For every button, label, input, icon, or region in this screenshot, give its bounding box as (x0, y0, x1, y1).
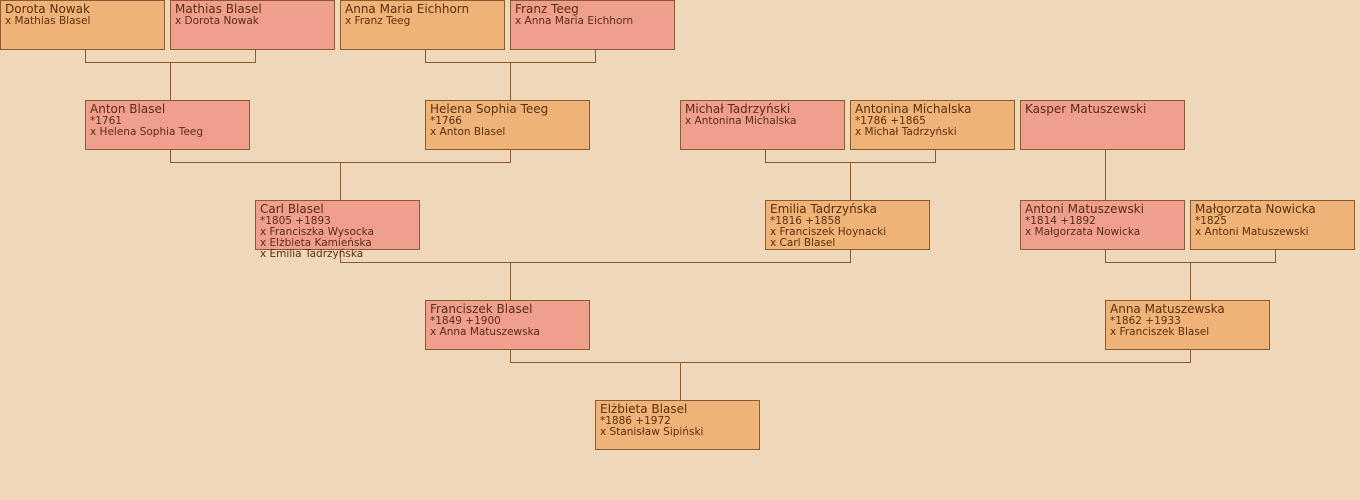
person-detail: x Anna Maria Eichhorn (515, 15, 634, 27)
connector-line (510, 150, 511, 162)
connector-line (850, 162, 851, 200)
connector-line (340, 250, 341, 262)
person-malgorzata-nowicka[interactable]: Małgorzata Nowicka *1825 x Antoni Matusz… (1190, 200, 1355, 250)
person-anna-matuszewska[interactable]: Anna Matuszewska *1862 +1933 x Francisze… (1105, 300, 1270, 350)
person-detail: x Antonina Michalska (685, 115, 797, 127)
person-name: Carl Blasel (260, 202, 324, 216)
person-detail: x Stanisław Sipiński (600, 426, 704, 438)
connector-line (340, 262, 851, 263)
person-name: Antonina Michalska (855, 102, 972, 116)
person-anna-maria-eichhorn[interactable]: Anna Maria Eichhorn x Franz Teeg (340, 0, 505, 50)
connector-line (765, 150, 766, 162)
person-detail: x Helena Sophia Teeg (90, 126, 204, 138)
person-name: Emilia Tadrzyńska (770, 202, 878, 216)
person-mathias-blasel[interactable]: Mathias Blasel x Dorota Nowak (170, 0, 335, 50)
connector-line (1190, 350, 1191, 362)
person-carl-blasel[interactable]: Carl Blasel *1805 +1893 x Franciszka Wys… (255, 200, 420, 260)
connector-line (170, 150, 171, 162)
person-detail: x Michał Tadrzyński (855, 126, 957, 138)
person-franciszek-blasel[interactable]: Franciszek Blasel *1849 +1900 x Anna Mat… (425, 300, 590, 350)
person-name: Mathias Blasel (175, 2, 262, 16)
connector-line (340, 162, 341, 200)
person-detail: x Antoni Matuszewski (1195, 226, 1309, 238)
connector-line (510, 362, 1191, 363)
person-detail: *1766 (430, 115, 462, 127)
person-detail: x Anton Blasel (430, 126, 506, 138)
person-name: Anna Matuszewska (1110, 302, 1225, 316)
person-anton-blasel[interactable]: Anton Blasel *1761 x Helena Sophia Teeg (85, 100, 250, 150)
person-detail: x Dorota Nowak (175, 15, 259, 27)
person-name: Franciszek Blasel (430, 302, 533, 316)
person-detail: x Emilia Tadrzyńska (260, 248, 364, 260)
person-detail: *1862 +1933 (1110, 315, 1181, 327)
person-name: Elżbieta Blasel (600, 402, 688, 416)
person-name: Helena Sophia Teeg (430, 102, 549, 116)
person-name: Michał Tadrzyński (685, 102, 791, 116)
person-detail: *1761 (90, 115, 122, 127)
person-detail: x Franz Teeg (345, 15, 411, 27)
person-antonina-michalska[interactable]: Antonina Michalska *1786 +1865 x Michał … (850, 100, 1015, 150)
person-kasper-matuszewski[interactable]: Kasper Matuszewski (1020, 100, 1185, 150)
person-detail: *1825 (1195, 215, 1227, 227)
person-detail: x Franciszek Blasel (1110, 326, 1210, 338)
connector-line (1105, 150, 1106, 200)
connector-line (1275, 250, 1276, 262)
person-detail: *1805 +1893 (260, 215, 331, 227)
person-detail: *1814 +1892 (1025, 215, 1096, 227)
connector-line (680, 362, 681, 400)
person-michal-tadrzynski[interactable]: Michał Tadrzyński x Antonina Michalska (680, 100, 845, 150)
connector-line (255, 50, 256, 62)
person-detail: x Franciszek Hoynacki (770, 226, 887, 238)
connector-line (170, 62, 171, 100)
connector-line (510, 350, 511, 362)
person-elzbieta-blasel[interactable]: Elżbieta Blasel *1886 +1972 x Stanisław … (595, 400, 760, 450)
person-name: Franz Teeg (515, 2, 579, 16)
connector-line (1190, 262, 1191, 300)
person-detail: x Małgorzata Nowicka (1025, 226, 1141, 238)
connector-line (510, 262, 511, 300)
connector-line (510, 62, 511, 100)
person-name: Anna Maria Eichhorn (345, 2, 470, 16)
person-name: Małgorzata Nowicka (1195, 202, 1316, 216)
person-name: Antoni Matuszewski (1025, 202, 1144, 216)
person-detail: x Elżbieta Kamieńska (260, 237, 372, 249)
person-detail: x Franciszka Wysocka (260, 226, 374, 238)
connector-line (595, 50, 596, 62)
person-helena-sophia-teeg[interactable]: Helena Sophia Teeg *1766 x Anton Blasel (425, 100, 590, 150)
person-detail: *1786 +1865 (855, 115, 926, 127)
person-detail: x Carl Blasel (770, 237, 836, 249)
connector-line (85, 50, 86, 62)
person-detail: x Anna Matuszewska (430, 326, 540, 338)
person-detail: *1886 +1972 (600, 415, 671, 427)
person-antoni-matuszewski[interactable]: Antoni Matuszewski *1814 +1892 x Małgorz… (1020, 200, 1185, 250)
person-name: Dorota Nowak (5, 2, 90, 16)
person-detail: *1849 +1900 (430, 315, 501, 327)
person-detail: *1816 +1858 (770, 215, 841, 227)
person-name: Anton Blasel (90, 102, 166, 116)
person-emilia-tadrzynska[interactable]: Emilia Tadrzyńska *1816 +1858 x Francisz… (765, 200, 930, 250)
person-detail: x Mathias Blasel (5, 15, 91, 27)
person-dorota-nowak[interactable]: Dorota Nowak x Mathias Blasel (0, 0, 165, 50)
connector-line (425, 50, 426, 62)
connector-line (935, 150, 936, 162)
connector-line (850, 250, 851, 262)
person-name: Kasper Matuszewski (1025, 102, 1147, 116)
connector-line (1105, 250, 1106, 262)
person-franz-teeg[interactable]: Franz Teeg x Anna Maria Eichhorn (510, 0, 675, 50)
